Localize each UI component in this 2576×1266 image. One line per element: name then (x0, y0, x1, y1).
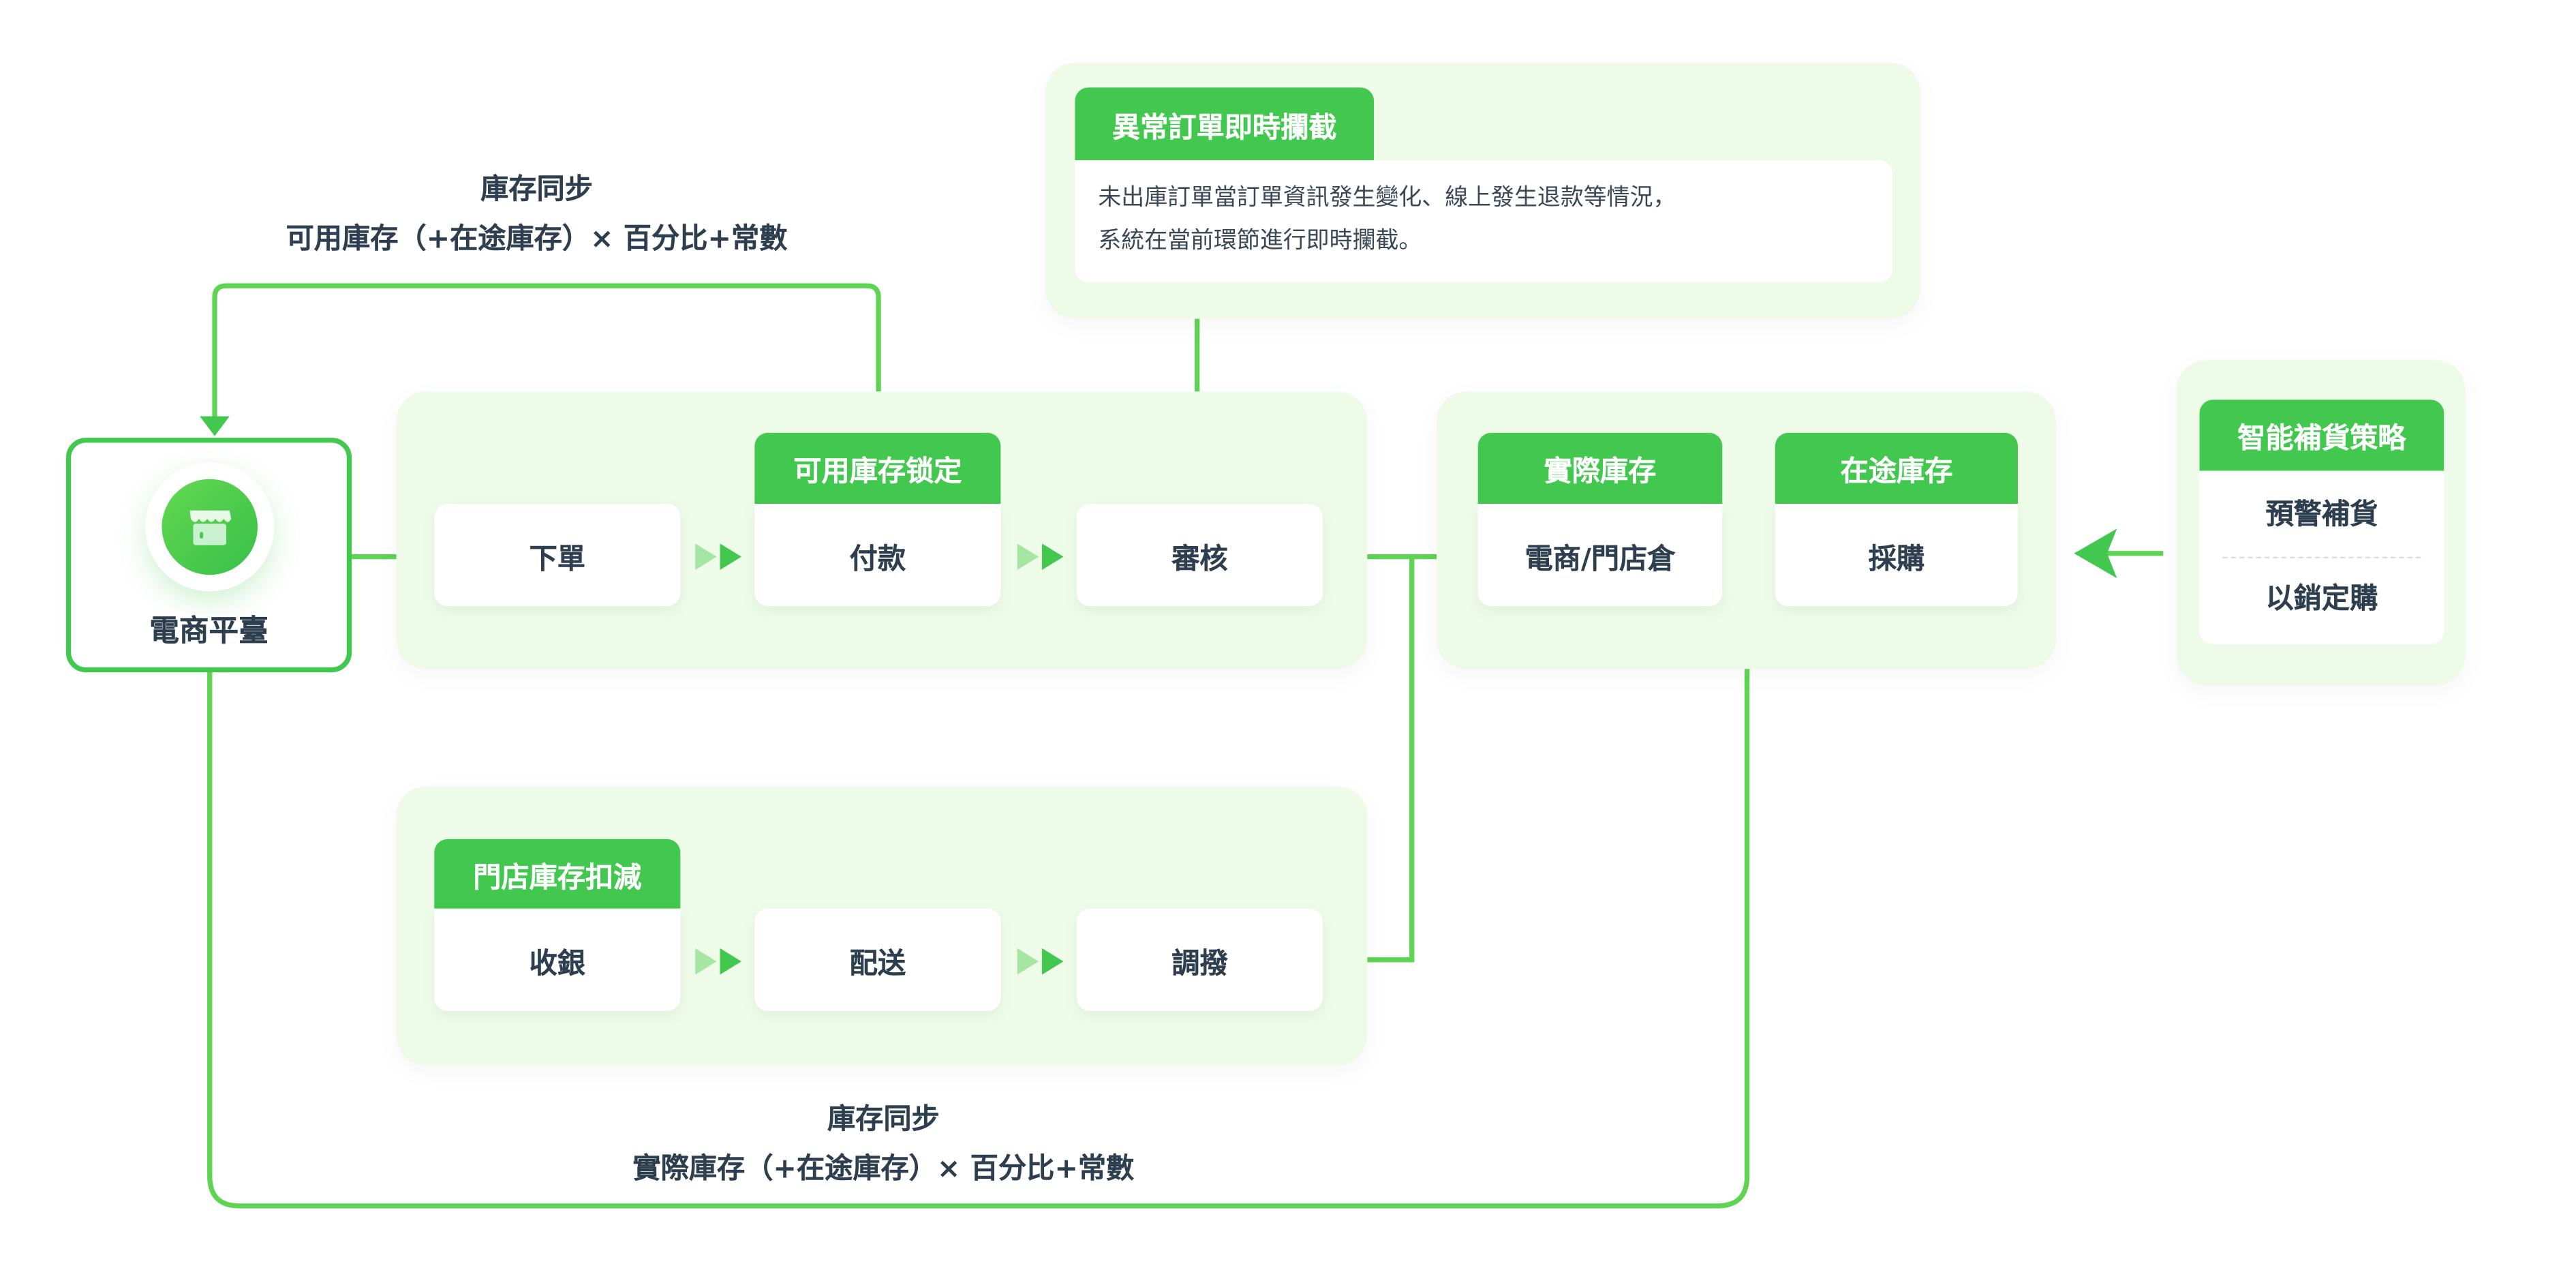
divider (2222, 556, 2421, 559)
bottom-sync-label: 庫存同步 實際庫存（+在途庫存）× 百分比+常數 (495, 1096, 1272, 1194)
alert-line: 未出庫訂單當訂單資訊發生變化、線上發生退款等情況， (1098, 185, 1676, 212)
step-place-order[interactable]: 下單 (434, 504, 681, 607)
lock-stock-tag: 可用庫存锁定 (754, 432, 1001, 504)
alert-title: 異常訂單即時攔截 (1075, 87, 1375, 161)
transit-stock-tag: 在途庫存 (1775, 432, 2019, 504)
double-chevron-icon (1017, 948, 1064, 975)
double-chevron-icon (695, 543, 741, 570)
step-delivery[interactable]: 配送 (754, 908, 1001, 1011)
store-deduct-tag: 門店庫存扣減 (434, 839, 681, 909)
actual-stock-tag: 實際庫存 (1477, 432, 1723, 504)
step-review[interactable]: 審核 (1076, 504, 1323, 607)
platform-node[interactable]: 電商平臺 (65, 438, 352, 673)
bottom-sync-formula: 實際庫存（+在途庫存）× 百分比+常數 (632, 1153, 1135, 1186)
strategy-item-warning[interactable]: 預警補貨 (2265, 498, 2378, 532)
strategy-title: 智能補貨策略 (2199, 400, 2444, 471)
step-checkout[interactable]: 收銀 (434, 908, 681, 1011)
step-transfer[interactable]: 調撥 (1076, 908, 1323, 1011)
bottom-sync-title: 庫存同步 (827, 1103, 940, 1137)
strategy-item-sales-based[interactable]: 以銷定購 (2265, 583, 2378, 616)
purchase-card[interactable]: 採購 (1775, 504, 2019, 607)
alert-line: 系統在當前環節進行即時攔截。 (1098, 228, 1422, 255)
double-chevron-icon (695, 948, 741, 975)
double-chevron-icon (1017, 543, 1064, 570)
store-icon (162, 479, 258, 575)
top-sync-label: 庫存同步 可用庫存（+在途庫存）× 百分比+常數 (165, 165, 908, 264)
alert-description: 未出庫訂單當訂單資訊發生變化、線上發生退款等情況， 系統在當前環節進行即時攔截。 (1075, 160, 1892, 283)
platform-label: 電商平臺 (149, 614, 269, 650)
strategy-list: 預警補貨 以銷定購 (2199, 470, 2444, 645)
warehouse-card[interactable]: 電商/門店倉 (1477, 504, 1723, 607)
step-payment[interactable]: 付款 (754, 504, 1001, 607)
top-sync-formula: 可用庫存（+在途庫存）× 百分比+常數 (286, 223, 788, 256)
top-sync-title: 庫存同步 (480, 173, 593, 207)
